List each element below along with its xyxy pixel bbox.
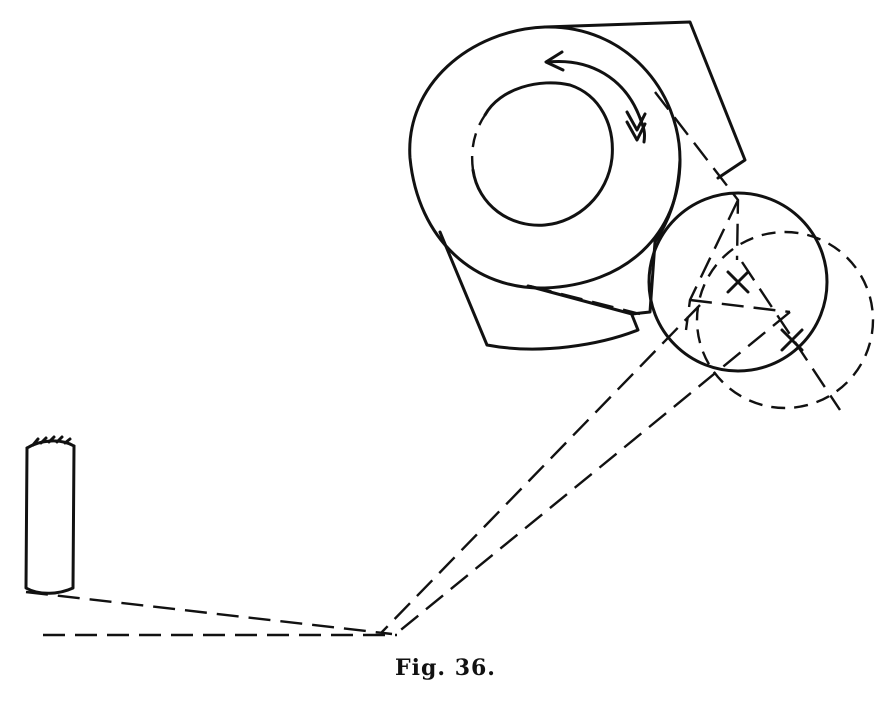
- arrowhead-left: [544, 50, 565, 72]
- center-cross-marks: [726, 270, 804, 352]
- rotation-arc: [546, 59, 646, 144]
- cam-lower-nose: [438, 230, 640, 351]
- line-top-right: [654, 91, 740, 261]
- cross-mark-1: [726, 270, 750, 294]
- line-long-1: [380, 304, 701, 634]
- line-cam-bottom: [529, 284, 641, 316]
- follower-roller-displaced: [695, 230, 875, 410]
- arrowhead-lower-1: [625, 110, 647, 132]
- line-cross-link: [689, 298, 791, 314]
- cylinder-rod: [24, 435, 76, 595]
- construction-lines: [25, 91, 842, 637]
- cam-outer-circle: [408, 25, 682, 290]
- cam-top-edge: [543, 20, 747, 180]
- line-long-2: [396, 311, 791, 634]
- shaft-circle: [471, 81, 614, 227]
- rotation-arrow: [544, 50, 647, 144]
- shaft: [471, 81, 614, 227]
- cylinder-body: [24, 444, 76, 595]
- figure-caption: Fig. 36.: [395, 655, 496, 681]
- cam-right-edge: [653, 158, 682, 244]
- cylinder-top-hatch: [31, 435, 72, 447]
- shaft-hidden-arc: [471, 114, 486, 171]
- follower-roller: [647, 191, 829, 373]
- line-roller-diagonal: [740, 261, 842, 411]
- cam-lower-flank: [526, 240, 657, 316]
- cam-body: [408, 20, 747, 351]
- line-base-1: [25, 590, 393, 636]
- arrowhead-lower-2: [625, 120, 647, 142]
